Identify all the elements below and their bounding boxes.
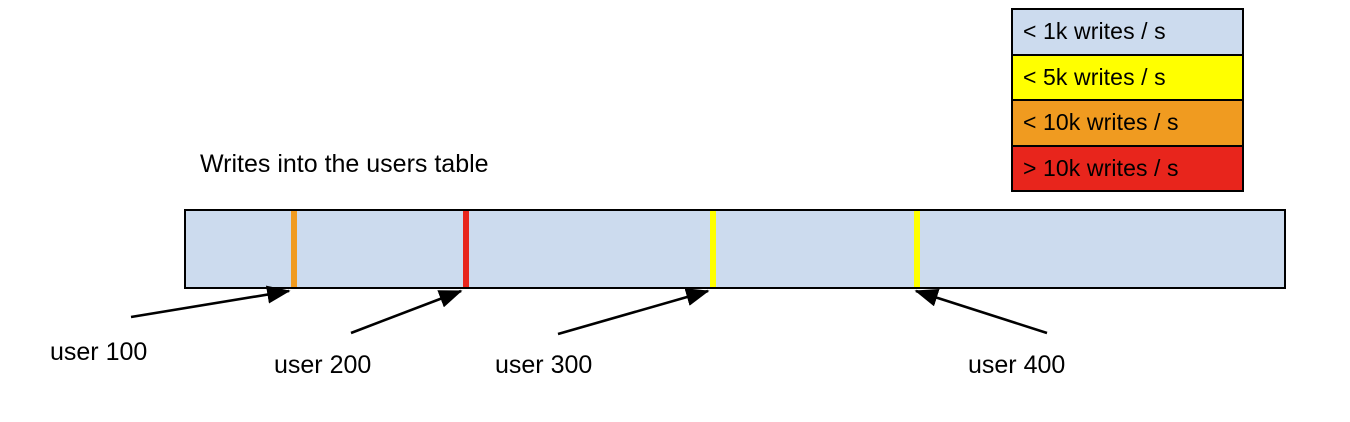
legend-row-under-5k: < 5k writes / s	[1013, 55, 1242, 101]
user-200-marker	[463, 211, 469, 287]
user-300-marker	[710, 211, 716, 287]
arrow-user-400	[914, 289, 1048, 335]
legend-row-under-10k: < 10k writes / s	[1013, 101, 1242, 147]
label-user-400: user 400	[968, 351, 1066, 379]
arrow-user-300	[557, 288, 710, 336]
legend-label-under-5k: < 5k writes / s	[1023, 63, 1166, 90]
users-table-bar	[184, 209, 1286, 289]
user-100-marker	[291, 211, 297, 287]
label-user-100: user 100	[50, 338, 148, 366]
legend-label-over-10k: > 10k writes / s	[1023, 154, 1179, 181]
label-user-300: user 300	[495, 351, 593, 379]
legend-row-over-10k: > 10k writes / s	[1013, 146, 1242, 190]
legend-row-under-1k: < 1k writes / s	[1013, 10, 1242, 56]
writes-rate-legend: < 1k writes / s < 5k writes / s < 10k wr…	[1011, 8, 1244, 192]
arrow-user-100	[130, 285, 291, 319]
label-user-200: user 200	[274, 351, 372, 379]
legend-label-under-1k: < 1k writes / s	[1023, 18, 1166, 45]
diagram-caption: Writes into the users table	[200, 150, 489, 178]
arrow-user-200	[350, 289, 463, 335]
legend-label-under-10k: < 10k writes / s	[1023, 109, 1179, 136]
user-400-marker	[914, 211, 920, 287]
